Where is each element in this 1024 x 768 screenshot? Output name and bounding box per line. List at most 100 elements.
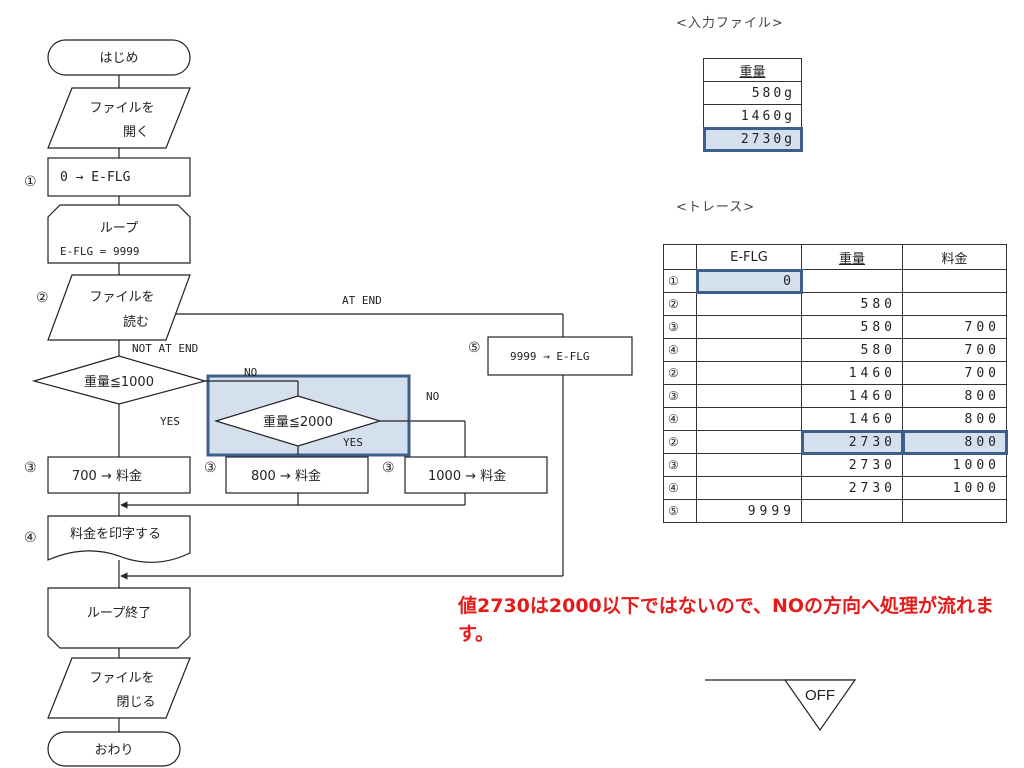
loop-end-label: ループ終了 [87, 605, 151, 621]
step5-marker: ⑤ [468, 340, 481, 356]
trace-cell-weight: 1460 [801, 361, 903, 385]
at-end-label: AT END [342, 294, 382, 307]
trace-cell-weight: 2730 [801, 453, 903, 477]
trace-cell-step: ② [663, 292, 697, 316]
trace-cell-weight: 580 [801, 292, 903, 316]
trace-cell-weight: 580 [801, 338, 903, 362]
trace-cell-eflg [696, 361, 802, 385]
trace-cell-eflg [696, 384, 802, 408]
end-terminal [47, 731, 181, 767]
open-label-1: ファイルを [89, 101, 154, 116]
read-label-1: ファイルを [89, 290, 154, 305]
step3-marker-b: ③ [204, 460, 217, 476]
trace-cell-step: ③ [663, 384, 697, 408]
trace-cell-fee [902, 292, 1007, 316]
trace-cell-eflg [696, 338, 802, 362]
end-label: おわり [94, 743, 133, 758]
yes2-label: YES [343, 436, 363, 449]
trace-cell-fee [902, 499, 1007, 523]
trace-cell-weight [801, 499, 903, 523]
open-label-2: 開く [123, 125, 149, 140]
off-button[interactable]: OFF [705, 676, 865, 736]
loop-end [47, 587, 191, 649]
explanation-text: 値2730は2000以下ではないので、NOの方向へ処理が流れます。 [458, 595, 995, 645]
flowchart: はじめ ファイルを 開く ① 0 → E-FLG ループ E-FLG = 999… [24, 39, 633, 767]
input-row: 580g [703, 81, 802, 105]
trace-cell-step: ④ [663, 476, 697, 500]
trace-cell-weight [801, 269, 903, 293]
trace-cell-step: ③ [663, 453, 697, 477]
print-label: 料金を印字する [70, 526, 161, 542]
fee800-process [225, 456, 369, 494]
fee700-process [47, 456, 191, 494]
trace-cell-step: ④ [663, 338, 697, 362]
trace-cell-step: ⑤ [663, 499, 697, 523]
input-header: 重量 [703, 58, 802, 82]
trace-cell-eflg [696, 292, 802, 316]
no2-label: NO [426, 390, 439, 403]
trace-cell-weight: 1460 [801, 407, 903, 431]
read-file-io [47, 274, 191, 341]
trace-cell-eflg [696, 315, 802, 339]
close-file-io [47, 657, 191, 719]
set-flag-label: 9999 → E-FLG [510, 350, 589, 363]
cond2-label: 重量≦2000 [263, 414, 333, 430]
fee800-label: 800 → 料金 [251, 468, 321, 484]
trace-cell-step: ① [663, 269, 697, 293]
trace-cell-eflg: 9999 [696, 499, 802, 523]
not-at-end-label: NOT AT END [132, 342, 198, 355]
trace-cell-eflg-highlighted: 0 [695, 268, 803, 294]
trace-cell-weight: 1460 [801, 384, 903, 408]
close-label-1: ファイルを [89, 671, 154, 686]
input-file-title: <入力ファイル> [676, 16, 784, 31]
trace-cell-fee: 800 [902, 384, 1007, 408]
trace-header-step [663, 244, 697, 270]
step3-marker-a: ③ [24, 460, 37, 476]
trace-cell-step: ③ [663, 315, 697, 339]
trace-cell-eflg [696, 407, 802, 431]
step3-marker-c: ③ [382, 460, 395, 476]
print-document [47, 515, 191, 563]
init-process [47, 157, 191, 197]
trace-cell-eflg [696, 430, 802, 454]
cond1-label: 重量≦1000 [84, 374, 154, 390]
trace-cell-step: ② [663, 361, 697, 385]
trace-cell-fee: 1000 [902, 476, 1007, 500]
open-file-io [47, 87, 191, 149]
yes1-label: YES [160, 415, 180, 428]
start-label: はじめ [99, 51, 138, 66]
init-label: 0 → E-FLG [60, 170, 131, 185]
fee700-label: 700 → 料金 [72, 468, 142, 484]
input-row-highlighted: 2730g [702, 126, 803, 152]
step4-marker: ④ [24, 530, 37, 546]
trace-cell-step: ④ [663, 407, 697, 431]
trace-cell-weight: 2730 [801, 476, 903, 500]
trace-cell-fee-highlighted: 800 [901, 429, 1008, 455]
no1-label: NO [244, 366, 257, 379]
read-label-2: 読む [123, 314, 149, 330]
set-flag-process [487, 336, 633, 376]
fee1000-process [404, 456, 548, 494]
trace-cell-fee: 700 [902, 315, 1007, 339]
trace-cell-fee [902, 269, 1007, 293]
trace-cell-fee: 1000 [902, 453, 1007, 477]
trace-cell-step: ② [663, 430, 697, 454]
input-row: 1460g [703, 104, 802, 128]
trace-cell-eflg [696, 476, 802, 500]
trace-header-weight: 重量 [801, 244, 903, 270]
step1-marker: ① [24, 174, 37, 190]
trace-cell-weight: 580 [801, 315, 903, 339]
loop-start [47, 204, 191, 264]
loop-title: ループ [100, 221, 138, 236]
trace-cell-eflg [696, 453, 802, 477]
step2-marker: ② [36, 290, 49, 306]
trace-cell-fee: 800 [902, 407, 1007, 431]
input-file-table: 重量 580g 1460g 2730g [702, 58, 803, 152]
close-label-2: 閉じる [116, 695, 155, 710]
fee1000-label: 1000 → 料金 [428, 468, 506, 484]
off-label: OFF [805, 687, 835, 704]
trace-table: E-FLG 重量 料金 ① 0 ② 580 ③ 580 700 ④ 580 70… [663, 244, 1008, 523]
trace-cell-fee: 700 [902, 361, 1007, 385]
trace-cell-fee: 700 [902, 338, 1007, 362]
trace-cell-weight-highlighted: 2730 [800, 429, 904, 455]
